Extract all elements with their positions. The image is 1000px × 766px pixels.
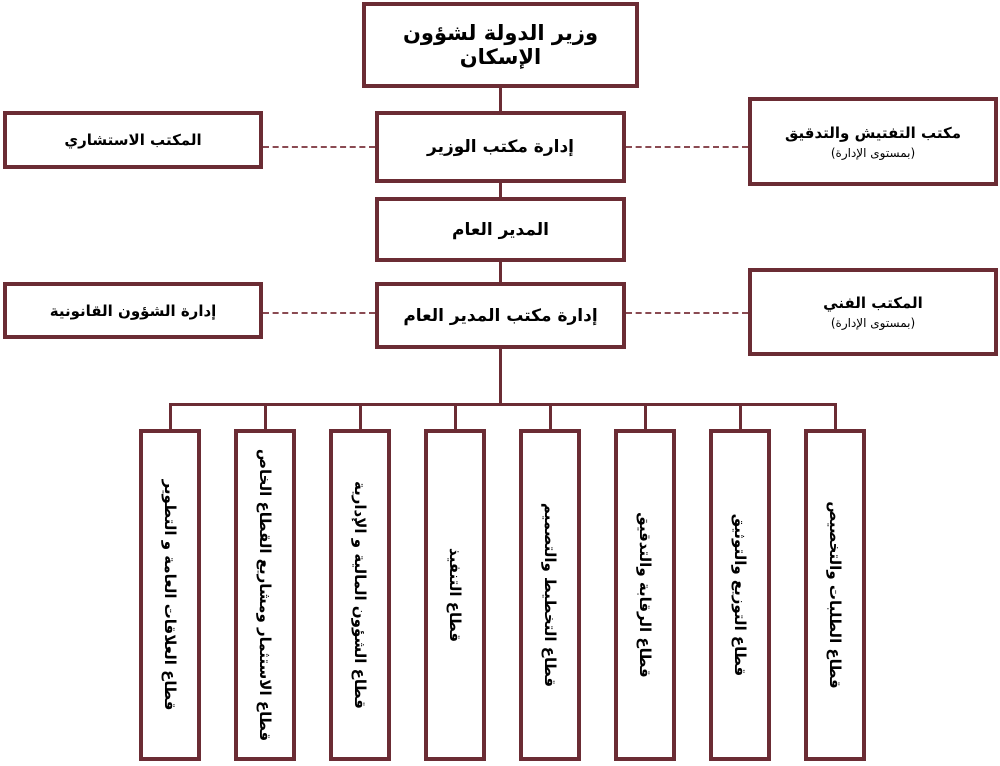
sector-box: قطاع الرقابة والتدقيق xyxy=(614,429,676,761)
minister-box: وزير الدولة لشؤون الإسكان xyxy=(362,2,639,88)
sector-title: قطاع الرقابة والتدقيق xyxy=(636,512,654,678)
connector xyxy=(264,403,267,430)
minister-office-box: إدارة مكتب الوزير xyxy=(375,111,626,183)
sector-box: قطاع العلاقات العامة و التطوير xyxy=(139,429,201,761)
inspection-office-level: (بمستوى الإدارة) xyxy=(830,145,916,160)
connector xyxy=(359,403,362,430)
technical-office-level: (بمستوى الإدارة) xyxy=(830,316,916,330)
bus-line xyxy=(169,403,835,406)
technical-office-title: المكتب الفني xyxy=(823,294,923,312)
sector-title: قطاع الاستثمار ومشاريع القطاع الخاص xyxy=(256,448,274,742)
minister-office-title: إدارة مكتب الوزير xyxy=(427,137,574,157)
dashed-connector xyxy=(263,146,375,148)
sector-title: قطاع التنفيذ xyxy=(446,547,464,643)
gd-office-title: إدارة مكتب المدير العام xyxy=(403,305,598,326)
legal-affairs-box: إدارة الشؤون القانونية xyxy=(3,282,263,339)
sector-box: قطاع الطلبات والتخصيص xyxy=(804,429,866,761)
connector xyxy=(169,403,172,430)
dashed-connector xyxy=(263,312,375,314)
sector-title: قطاع التخطيط والتصميم xyxy=(541,502,559,688)
sector-title: قطاع الطلبات والتخصيص xyxy=(826,501,844,689)
connector xyxy=(549,403,552,430)
general-director-title: المدير العام xyxy=(452,219,549,240)
connector xyxy=(644,403,647,430)
sector-title: قطاع التوزيع والتوثيق xyxy=(731,513,749,677)
general-director-box: المدير العام xyxy=(375,197,626,262)
sector-box: قطاع الشؤون المالية و الإدارية xyxy=(329,429,391,761)
sector-box: قطاع التوزيع والتوثيق xyxy=(709,429,771,761)
sector-title: قطاع الشؤون المالية و الإدارية xyxy=(351,481,369,709)
gd-office-box: إدارة مكتب المدير العام xyxy=(375,282,626,349)
advisory-office-box: المكتب الاستشاري xyxy=(3,111,263,169)
sector-box: قطاع التخطيط والتصميم xyxy=(519,429,581,761)
connector xyxy=(834,403,837,430)
dashed-connector xyxy=(626,146,748,148)
minister-title: وزير الدولة لشؤون الإسكان xyxy=(403,21,598,69)
sector-title: قطاع العلاقات العامة و التطوير xyxy=(161,479,179,711)
connector xyxy=(499,349,502,406)
technical-office-box: المكتب الفني (بمستوى الإدارة) xyxy=(748,268,998,356)
inspection-office-box: مكتب التفتيش والتدقيق (بمستوى الإدارة) xyxy=(748,97,998,186)
connector xyxy=(739,403,742,430)
dashed-connector xyxy=(626,312,748,314)
sector-box: قطاع التنفيذ xyxy=(424,429,486,761)
connector xyxy=(454,403,457,430)
sector-box: قطاع الاستثمار ومشاريع القطاع الخاص xyxy=(234,429,296,761)
legal-affairs-title: إدارة الشؤون القانونية xyxy=(49,301,217,320)
inspection-office-title: مكتب التفتيش والتدقيق xyxy=(785,123,961,142)
advisory-office-title: المكتب الاستشاري xyxy=(64,131,202,149)
